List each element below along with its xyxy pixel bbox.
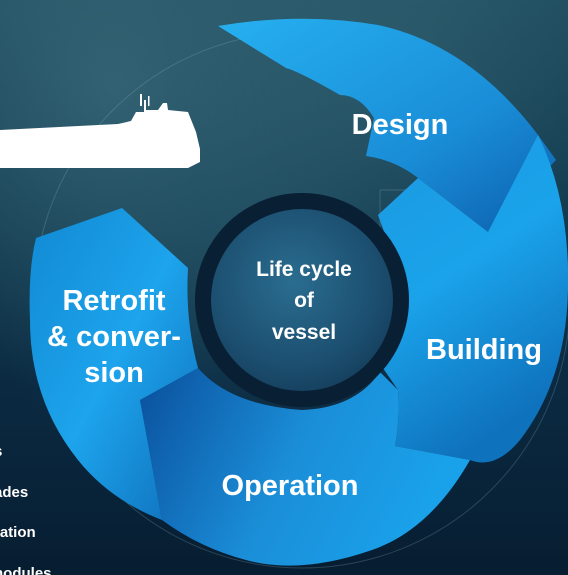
center-label-line-2: of <box>294 289 315 312</box>
segment-retrofit[interactable] <box>29 208 198 520</box>
side-list-item: ades <box>0 484 28 501</box>
center-label-line-1: Life cycle <box>256 258 352 281</box>
segment-operation[interactable] <box>140 368 470 566</box>
retrofit-label-line-1: Retrofit <box>62 285 165 317</box>
building-label: Building <box>426 334 542 366</box>
side-list-item: ration <box>0 524 36 541</box>
side-list-item: s <box>0 443 2 460</box>
hub-inner-disc <box>211 209 393 391</box>
center-label-line-3: vessel <box>272 321 336 344</box>
segment-building[interactable] <box>376 135 568 463</box>
retrofit-label-line-3: sion <box>84 357 144 389</box>
center-hub <box>195 193 409 407</box>
retrofit-label-line-2: & conver- <box>47 321 181 353</box>
operation-label: Operation <box>222 470 359 502</box>
segment-design[interactable] <box>218 18 556 233</box>
ship-silhouette-icon <box>0 94 200 168</box>
design-label: Design <box>352 109 449 141</box>
